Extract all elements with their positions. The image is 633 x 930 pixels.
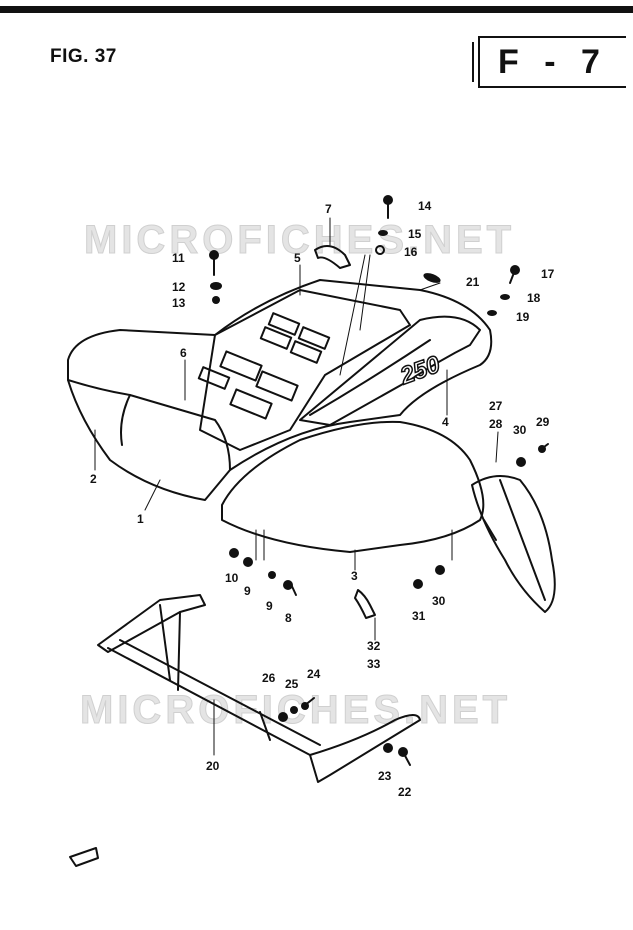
callout-26: 26 (262, 671, 276, 685)
callout-21: 21 (466, 275, 480, 289)
page-code-box: F - 7 (472, 36, 626, 88)
leader-lines (94, 217, 499, 756)
callout-28: 28 (489, 417, 503, 431)
callout-33: 33 (367, 657, 381, 671)
callout-9b: 9 (266, 599, 273, 613)
callout-31: 31 (412, 609, 426, 623)
callout-16: 16 (404, 245, 418, 259)
callout-13: 13 (172, 296, 186, 310)
callout-15: 15 (408, 227, 422, 241)
callout-30a: 30 (513, 423, 527, 437)
front-brace-frame (97, 594, 421, 783)
callout-18: 18 (527, 291, 541, 305)
callout-5: 5 (294, 251, 301, 265)
callout-32: 32 (367, 639, 381, 653)
callout-11: 11 (172, 251, 185, 265)
callout-10: 10 (225, 571, 239, 585)
callout-27: 27 (489, 399, 503, 413)
side-decal-panel (299, 315, 481, 426)
callout-12: 12 (172, 280, 186, 294)
top-border-bar (0, 6, 633, 13)
callout-20: 20 (206, 759, 220, 773)
fasteners (209, 195, 546, 757)
forward-arrow-icon (69, 847, 99, 867)
fender-top-panel (197, 289, 411, 451)
callout-7: 7 (325, 202, 332, 216)
callout-30b: 30 (432, 594, 446, 608)
callout-2: 2 (90, 472, 97, 486)
callout-3: 3 (351, 569, 358, 583)
clip-part-32 (354, 589, 376, 619)
hardware-parts (69, 199, 549, 867)
callout-8: 8 (285, 611, 292, 625)
callout-22: 22 (398, 785, 412, 799)
callout-4: 4 (442, 415, 449, 429)
callout-6: 6 (180, 346, 187, 360)
callout-25: 25 (285, 677, 299, 691)
callout-24: 24 (307, 667, 321, 681)
callout-labels: 1 2 3 4 5 6 7 8 9 9 10 11 12 13 14 15 16… (90, 199, 555, 799)
bracket-part-7 (314, 245, 351, 269)
callout-17: 17 (541, 267, 555, 281)
callout-19: 19 (516, 310, 530, 324)
callout-23: 23 (378, 769, 392, 783)
front-fender-body (67, 279, 493, 501)
callout-1: 1 (137, 512, 144, 526)
mud-flap (471, 475, 556, 613)
figure-title: FIG. 37 (50, 46, 117, 67)
callout-9a: 9 (244, 584, 251, 598)
callout-29: 29 (536, 415, 550, 429)
rear-fender-piece (221, 420, 485, 553)
callout-14: 14 (418, 199, 432, 213)
